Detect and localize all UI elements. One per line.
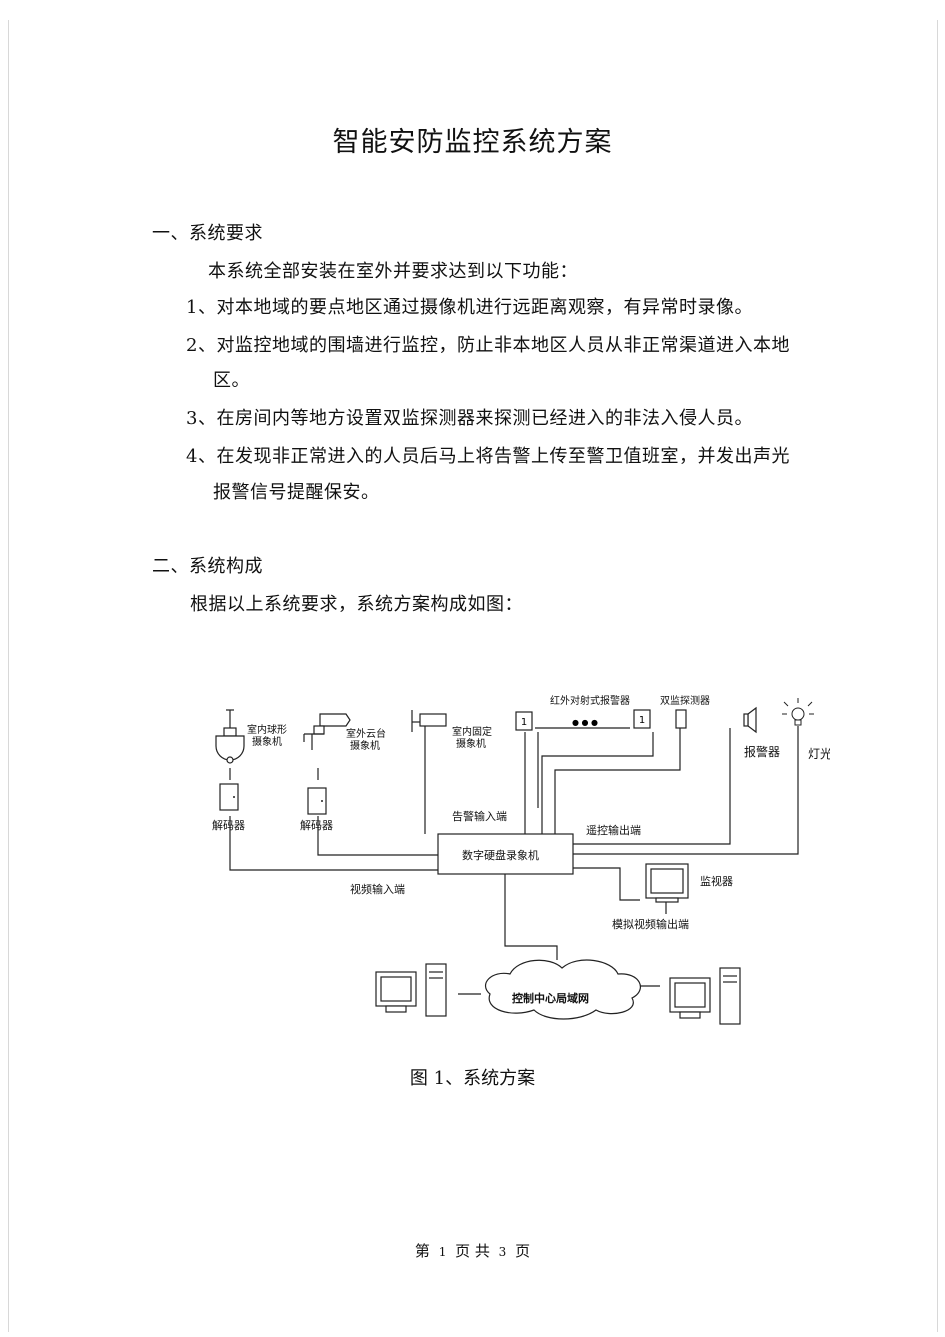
footer-suffix: 页: [515, 1242, 531, 1260]
dual-detector-icon: [675, 709, 687, 729]
ir-transmitter-icon: [515, 711, 533, 731]
requirement-2: 2、对监控地域的围墙进行监控，防止非本地区人员从非正常渠道进入本地: [186, 335, 790, 356]
ir-receiver-icon: [633, 709, 651, 729]
section1-intro: 本系统全部安装在室外并要求达到以下功能：: [208, 261, 578, 282]
requirement-4: 4、在发现非正常进入的人员后马上将告警上传至警卫值班室，并发出声光: [186, 446, 790, 467]
requirement-3: 3、在房间内等地方设置双监探测器来探测已经进入的非法入侵人员。: [186, 408, 753, 429]
system-diagram: 1 1 ● ● ● 室内球: [212, 694, 830, 1025]
video-input-label: 视频输入端: [350, 882, 405, 896]
dual-detector-label: 双监探测器: [660, 694, 710, 707]
remote-output-label: 遥控输出端: [586, 823, 641, 837]
ir-unit-number: 1: [521, 717, 527, 728]
pc-left-icon: [375, 963, 447, 1017]
dome-camera-label: 室内球形: [247, 723, 287, 736]
lan-label: 控制中心局域网: [512, 991, 589, 1005]
dvr-label: 数字硬盘录象机: [462, 848, 539, 862]
siren-icon: [747, 706, 757, 734]
decoder-1-icon: [219, 783, 239, 811]
footer-total-pages: 3: [498, 1245, 507, 1259]
lan-cloud-icon: [484, 959, 641, 1020]
dome-camera-label-2: 摄象机: [252, 735, 282, 748]
page-footer: 第 1 页 共 3 页: [0, 1240, 945, 1261]
decoder-2-label: 解码器: [300, 818, 333, 832]
footer-mid: 页 共: [455, 1242, 490, 1260]
siren-label: 报警器: [744, 744, 780, 759]
fixed-camera-icon: [411, 710, 447, 732]
infrared-alarm-label: 红外对射式报警器: [550, 694, 630, 707]
ir-unit-number: 1: [639, 715, 645, 726]
light-label: 灯光: [808, 747, 830, 761]
monitor-icon: [645, 863, 689, 903]
fixed-camera-label: 室内固定: [452, 725, 492, 738]
decoder-1-label: 解码器: [212, 818, 245, 832]
pc-right-icon: [669, 967, 741, 1025]
footer-prefix: 第: [414, 1242, 430, 1260]
section1-heading: 一、系统要求: [152, 223, 263, 244]
ptz-camera-label-2: 摄象机: [350, 739, 380, 752]
ptz-camera-label: 室外云台: [346, 727, 386, 740]
light-icon: [782, 698, 814, 726]
page-edge: [8, 20, 938, 1332]
ptz-camera-icon: [303, 713, 351, 750]
section2-intro: 根据以上系统要求，系统方案构成如图：: [190, 594, 523, 615]
analog-output-label: 模拟视频输出端: [612, 917, 689, 931]
alarm-input-label: 告警输入端: [452, 809, 507, 823]
footer-page-number: 1: [438, 1245, 447, 1259]
fixed-camera-label-2: 摄象机: [456, 737, 486, 750]
dome-camera-icon: [215, 709, 245, 764]
ir-beam-dots: ● ● ●: [572, 718, 598, 727]
page-title: 智能安防监控系统方案: [332, 127, 613, 158]
requirement-4-cont: 报警信号提醒保安。: [213, 482, 380, 503]
decoder-2-icon: [307, 787, 327, 815]
section2-heading: 二、系统构成: [152, 556, 263, 577]
figure-caption: 图 1、系统方案: [409, 1068, 536, 1089]
monitor-label: 监视器: [700, 874, 733, 888]
requirement-2-cont: 区。: [213, 370, 250, 391]
requirement-1: 1、对本地域的要点地区通过摄像机进行远距离观察，有异常时录像。: [186, 297, 753, 318]
